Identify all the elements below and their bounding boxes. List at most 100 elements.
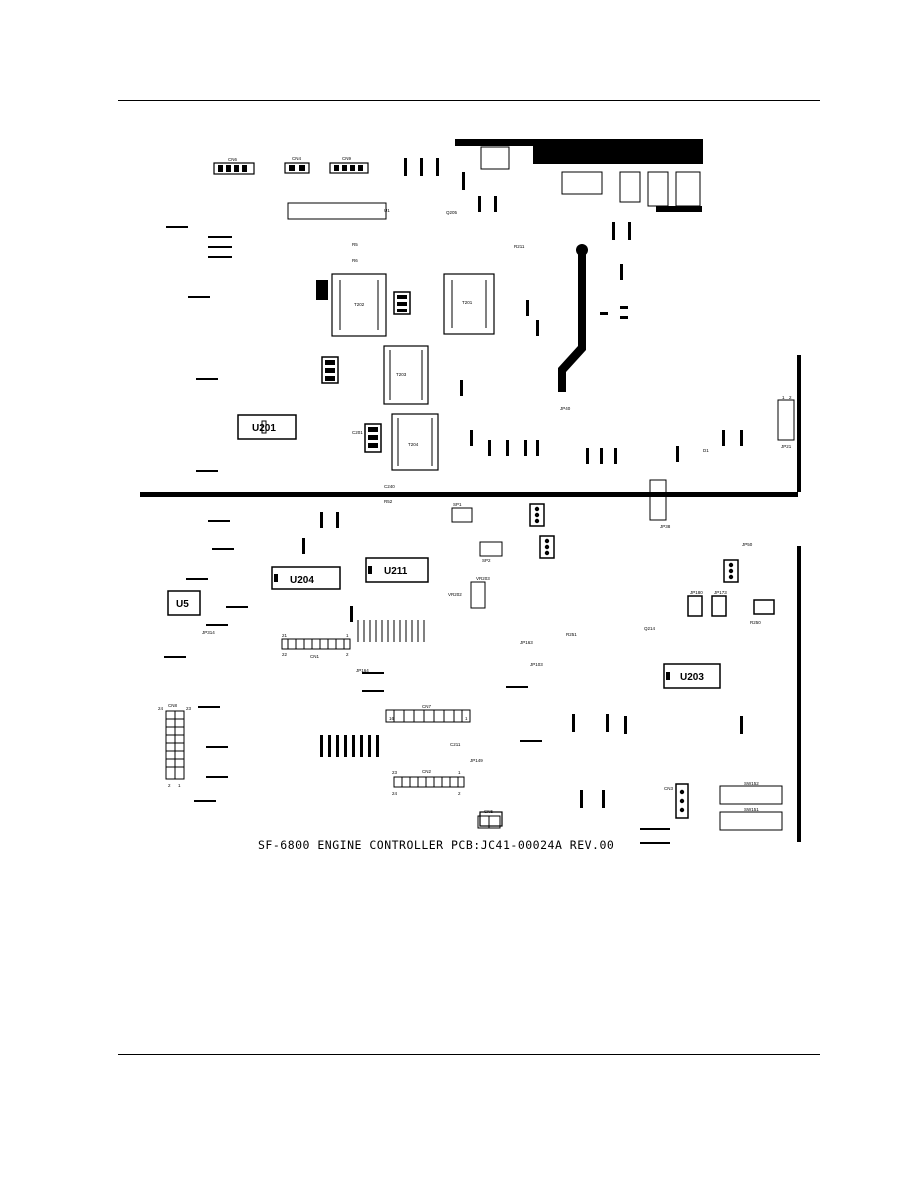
connector-cn1 [281,638,351,650]
connector-cn7 [385,709,471,723]
cn2-pin-23: 23 [392,770,398,775]
ic-u203 [663,663,721,689]
header-rule [118,100,820,101]
slot-end [576,244,588,256]
jp180-label: JP164 [356,668,369,673]
pcb-title: SF-6800 ENGINE CONTROLLER PCB:JC41-00024… [258,838,615,852]
c211-label: Q214 [644,626,656,631]
top-edge-bar [455,139,703,146]
t204-label: T204 [408,442,419,447]
c201-label: Q205 [446,210,458,215]
cn9-label: CN9 [342,156,351,161]
regulator-group [321,291,411,453]
right-edge-upper [797,355,801,492]
sp2-box [649,479,667,521]
q205-label: JP173 [714,590,727,595]
transformer-t203 [383,345,429,405]
connector-cn2 [393,776,465,788]
vr202-label: SP1 [453,502,462,507]
sp1-pin-1: 1 [782,395,785,400]
ic-u1-body [287,202,387,220]
cn3-pin [679,798,685,804]
t203-label: T203 [396,372,407,377]
sw152-label: SW152 [744,781,759,786]
transformer-t204 [391,413,439,471]
cn1-label: CN1 [310,654,319,659]
cn7-label: CN7 [422,704,431,709]
component-box-a [480,146,510,170]
cn8-pin-24: 24 [158,706,164,711]
jp21-label: JP40 [560,406,571,411]
r6-label: R6 [352,258,358,263]
component-box-c [619,171,641,203]
r251-label: R251 [566,632,577,637]
small-components [164,158,743,844]
board-edges [140,139,801,842]
sp2-label: JP38 [660,524,671,529]
jp164-label: JP103 [530,662,543,667]
connector-cn6 [213,162,255,175]
top-edge-block [533,146,703,164]
cn8-pin-1: 1 [178,783,181,788]
footer-rule [118,1054,820,1055]
connector-cn3-box [675,783,689,819]
jp163-label: JP149 [470,758,483,763]
r211-label: R211 [514,244,525,249]
cn2-label: CN2 [422,769,431,774]
r5-label: R5 [352,242,358,247]
cn7-pin-1: 1 [465,716,468,721]
jp173-label: JP163 [520,640,533,645]
component-box-b [561,171,603,195]
jp50-label: JP50 [742,542,753,547]
cn2-pin-24: 24 [392,791,398,796]
d1-label: D1 [703,448,709,453]
t201-label: T201 [462,300,473,305]
jp103-label: JP314 [202,630,215,635]
cn4-label: CN4 [292,156,301,161]
x1-label: VR202 [448,592,462,597]
x2-label: VR203 [476,576,490,581]
cn7-pin-16: 16 [389,716,395,721]
resistor-array [357,620,425,642]
vr203-label: SP2 [482,558,491,563]
cn1-pin-21: 21 [282,633,288,638]
u5-label: U5 [176,599,189,610]
u204-label: U204 [290,575,314,586]
transformer-t201 [443,273,495,335]
component-box-e [675,171,701,207]
cn2-pin-2: 2 [458,791,461,796]
u203-label: U203 [680,672,704,683]
u1-label: U1 [384,208,390,213]
r52-label: C211 [450,742,461,747]
t202-label: T202 [354,302,365,307]
cn1-pin-2: 2 [346,652,349,657]
component-box-d [647,171,669,207]
top-right-slot [656,206,702,212]
ic-u5 [167,590,201,616]
c240-label: C201 [352,430,363,435]
connector-cn4 [284,162,310,174]
cn1-pin-22: 22 [282,652,288,657]
q214-label: JP180 [690,590,703,595]
jp38-label: R52 [384,499,393,504]
cn2-pin-1: 1 [458,770,461,775]
cn8-pin-23: 23 [186,706,192,711]
cn8-pin-2: 2 [168,783,171,788]
jp40-label: C240 [384,484,395,489]
switch-sw151-box [719,811,783,831]
connector-cn8 [165,710,185,780]
split-line [140,492,798,497]
transistor-group-right [479,503,775,827]
cn3-label: CN3 [664,786,673,791]
right-edge-lower [797,546,801,842]
switch-sw152-box [719,785,783,805]
ic-u204 [271,566,341,590]
cn3-pin [679,807,685,813]
slot-cutout [558,250,586,392]
connector-cn9 [329,162,369,174]
transformer-t202 [316,273,387,337]
sp1-box [777,399,795,441]
sp1-pin-2: 2 [789,395,792,400]
sp1-label: JP21 [781,444,792,449]
